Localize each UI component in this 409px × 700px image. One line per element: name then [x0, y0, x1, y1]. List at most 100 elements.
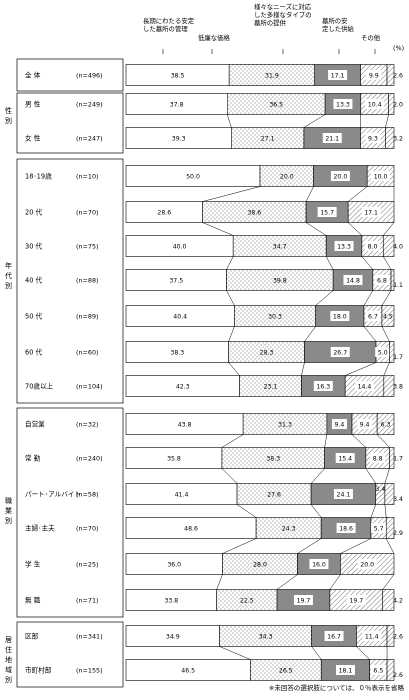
- row-n: (n=249): [76, 100, 103, 108]
- value-label: 33.8: [164, 597, 178, 604]
- value-label-box: [330, 171, 350, 181]
- bar-segment-other: [390, 269, 395, 291]
- row-label: 20 代: [25, 207, 42, 216]
- connector-line: [383, 362, 390, 376]
- value-label-box: [333, 489, 353, 499]
- value-label: 46.5: [181, 667, 195, 674]
- value-label: 5.0: [378, 349, 388, 356]
- connector-line: [383, 222, 395, 236]
- bar-segment-other: [385, 517, 395, 539]
- value-label-box: [370, 453, 386, 463]
- value-label: 16.7: [327, 633, 341, 640]
- row-n: (n=71): [76, 596, 99, 604]
- value-label: 2.6: [393, 672, 403, 679]
- value-label: 13.3: [337, 243, 351, 250]
- value-label-box: [328, 70, 348, 80]
- value-label: 27.1: [261, 135, 275, 142]
- connector-line: [304, 326, 316, 342]
- bar-segment-other: [386, 64, 395, 86]
- group-frame: [16, 621, 124, 688]
- value-label-box: [343, 275, 363, 285]
- value-label: 9.4: [360, 421, 370, 428]
- legend-label-stable-supply: 墓所の安定した供給: [322, 16, 355, 33]
- value-label-box: [375, 347, 391, 357]
- value-label: 41.4: [175, 491, 189, 498]
- value-label: 6.7: [368, 313, 378, 320]
- bar-segment-other: [388, 93, 395, 115]
- row-label: 18･19歳: [25, 171, 52, 180]
- bar-segment-other: [384, 483, 395, 505]
- connector-line: [305, 186, 314, 202]
- row-label: 常 勤: [25, 453, 41, 462]
- connector-line: [384, 504, 387, 518]
- value-label: 20.0: [334, 173, 348, 180]
- footnote: ※未回答の選択肢については、０％表示を省略: [268, 684, 404, 692]
- group-frame: [16, 158, 124, 404]
- row-n: (n=58): [76, 490, 99, 498]
- connector-line: [365, 468, 376, 484]
- row-n: (n=341): [76, 632, 103, 640]
- unit-label: (%): [393, 44, 404, 52]
- row-n: (n=247): [76, 134, 103, 142]
- row-n: (n=25): [76, 560, 99, 568]
- row-label: 主婦･主夫: [25, 523, 55, 532]
- connector-line: [325, 256, 334, 270]
- connector-line: [228, 362, 240, 376]
- connector-line: [228, 326, 235, 342]
- connector-line: [202, 222, 234, 236]
- bar-segment-other: [386, 659, 395, 681]
- connector-line: [221, 468, 238, 484]
- value-label-box: [374, 275, 390, 285]
- row-n: (n=70): [76, 524, 99, 532]
- legend-label-diverse-types: 様々なニーズに対応した多様なタイプの墓所の提供: [254, 2, 312, 27]
- connector-line: [347, 222, 363, 236]
- row-n: (n=75): [76, 242, 99, 250]
- value-label-box: [370, 665, 386, 675]
- bar-segment-other: [389, 447, 395, 469]
- row-label: 70歳以上: [25, 381, 54, 390]
- row-label: 60 代: [25, 347, 42, 356]
- value-label: 36.0: [167, 561, 181, 568]
- value-label: 40.4: [173, 313, 187, 320]
- connector-line: [226, 290, 235, 306]
- value-label: 15.7: [320, 209, 334, 216]
- value-label: 18.0: [333, 313, 347, 320]
- value-label: 48.6: [184, 525, 198, 532]
- connector-line: [381, 326, 390, 342]
- connector-line: [382, 574, 395, 590]
- value-label: 1.7: [393, 354, 403, 361]
- value-label-box: [365, 241, 381, 251]
- value-label: 38.6: [247, 209, 261, 216]
- connector-line: [385, 114, 389, 128]
- value-label: 5.7: [374, 525, 384, 532]
- value-label: 27.6: [267, 491, 281, 498]
- value-label: 1.7: [393, 455, 403, 462]
- connector-line: [315, 290, 334, 306]
- row-n: (n=104): [76, 382, 103, 390]
- group-frame: [16, 407, 124, 618]
- row-label: 区部: [25, 631, 39, 640]
- bar-segment-other: [382, 235, 395, 257]
- row-label: 学 生: [25, 559, 41, 568]
- connector-line: [310, 468, 325, 484]
- bar-segment-other: [389, 341, 395, 363]
- connector-line: [356, 646, 370, 660]
- connector-line: [202, 186, 261, 202]
- bar-segment-other: [376, 413, 395, 435]
- value-label: 3.4: [375, 486, 385, 493]
- value-label: 3.8: [393, 383, 403, 390]
- value-label: 24.3: [282, 525, 296, 532]
- group-frame: [16, 58, 124, 92]
- value-label: 38.3: [266, 455, 280, 462]
- value-label: 15.4: [338, 455, 352, 462]
- value-label: 9.3: [368, 135, 378, 142]
- connector-line: [361, 256, 374, 270]
- row-n: (n=60): [76, 348, 99, 356]
- value-label: 19.7: [297, 597, 311, 604]
- value-label: 34.7: [273, 243, 287, 250]
- value-label: 3.4: [393, 496, 403, 503]
- connector-line: [329, 574, 341, 590]
- value-label: 23.1: [264, 383, 278, 390]
- value-label: 30.3: [268, 313, 282, 320]
